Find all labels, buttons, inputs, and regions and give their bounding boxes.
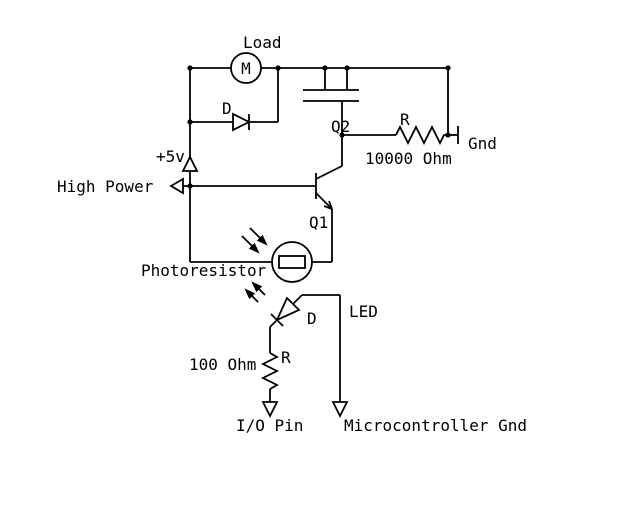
high-power-connector (169, 177, 316, 195)
supply-arrow-icon (181, 154, 199, 172)
led-resistor-label: R (281, 348, 291, 367)
led-label: LED (349, 302, 378, 321)
transistor-label: Q1 (309, 213, 328, 232)
flyback-diode-label: D (222, 99, 232, 118)
resistor-100-symbol (260, 352, 280, 402)
flyback-diode-symbol (190, 68, 279, 132)
light-arrows-icon (241, 227, 268, 254)
gate-resistor-label: R (400, 110, 410, 129)
photoresistor-symbol (190, 241, 332, 283)
resistor-10k-symbol (342, 124, 448, 146)
supply-label: +5v (156, 147, 185, 166)
load-label: Load (243, 33, 282, 52)
junction-dots (187, 65, 451, 189)
transistor-symbol (315, 165, 343, 262)
gnd-label: Gnd (468, 134, 497, 153)
high-power-label: High Power (57, 177, 154, 196)
motor-letter: M (241, 59, 251, 78)
mosfet-symbol (303, 68, 359, 166)
led-emission-arrows-icon (244, 281, 266, 303)
micro-gnd-label: Microcontroller Gnd (344, 416, 527, 435)
micro-gnd-connector (331, 295, 349, 419)
gate-resistor-value: 10000 Ohm (365, 149, 452, 168)
led-resistor-value: 100 Ohm (189, 355, 256, 374)
led-diode-label: D (307, 309, 317, 328)
led-symbol (269, 294, 340, 353)
io-pin-connector (261, 401, 279, 419)
motor-symbol (230, 52, 262, 84)
io-pin-label: I/O Pin (236, 416, 303, 435)
photoresistor-label: Photoresistor (141, 261, 267, 280)
mosfet-label: Q2 (331, 117, 350, 136)
